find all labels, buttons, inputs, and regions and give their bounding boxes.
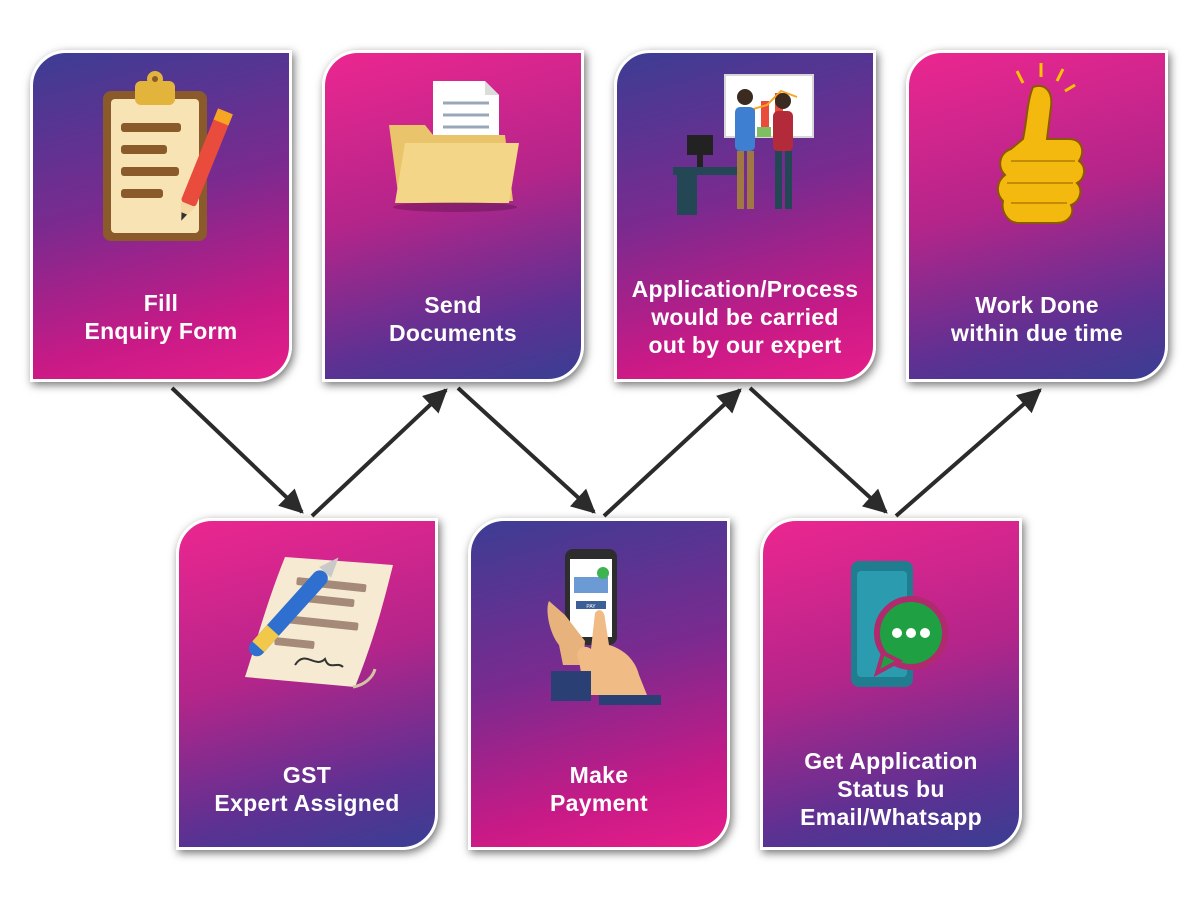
- step-card-application-process: Application/Process would be carried out…: [614, 50, 876, 382]
- folder-documents-icon: [389, 81, 519, 212]
- step-title: Make Payment: [481, 761, 717, 817]
- step-title-line: Work Done: [975, 292, 1099, 318]
- step-title: Fill Enquiry Form: [43, 289, 279, 345]
- step-card-expert-assigned: GST Expert Assigned: [176, 518, 438, 850]
- step-title-line: Expert Assigned: [214, 790, 400, 816]
- step-card-send-documents: Send Documents: [322, 50, 584, 382]
- step-title-line: GST: [282, 762, 332, 788]
- step-title-line: Documents: [389, 320, 517, 346]
- step-title-line: within due time: [951, 320, 1123, 346]
- step-card-application-status: Get Application Status bu Email/Whatsapp: [760, 518, 1022, 850]
- clipboard-icon: [103, 71, 233, 241]
- step-title-line: Make: [569, 762, 629, 788]
- step-card-fill-enquiry-form: Fill Enquiry Form: [30, 50, 292, 382]
- step-title: Get Application Status bu Email/Whatsapp: [773, 747, 1009, 831]
- arrow-expert-to-send: [310, 388, 448, 518]
- step-title-line: Status bu: [837, 776, 945, 802]
- arrow-send-to-payment: [456, 386, 596, 514]
- pen-signature-icon: [245, 557, 393, 689]
- step-card-make-payment: PAY Make Payment: [468, 518, 730, 850]
- step-title-line: Get Application: [804, 748, 978, 774]
- step-title-line: Send: [424, 292, 482, 318]
- step-title-line: Email/Whatsapp: [800, 804, 982, 830]
- step-title-line: Application/Process: [631, 276, 859, 302]
- step-title: Send Documents: [335, 291, 571, 347]
- step-title-line: would be carried: [651, 304, 839, 330]
- step-title-line: Fill: [143, 290, 179, 316]
- step-card-work-done: Work Done within due time: [906, 50, 1168, 382]
- arrow-fill-to-expert: [170, 386, 304, 514]
- meeting-icon: [673, 74, 814, 215]
- arrow-application-to-status: [748, 386, 888, 514]
- arrow-status-to-done: [894, 388, 1042, 518]
- arrow-payment-to-application: [602, 388, 742, 518]
- step-title-line: out by our expert: [648, 332, 842, 358]
- step-title: GST Expert Assigned: [189, 761, 425, 817]
- mobile-payment-icon: PAY: [547, 549, 661, 705]
- step-title-line: Payment: [550, 790, 648, 816]
- step-title-line: Enquiry Form: [84, 318, 238, 344]
- thumbs-up-icon: [997, 63, 1085, 224]
- chat-phone-icon: [851, 561, 948, 687]
- step-title: Application/Process would be carried out…: [627, 275, 863, 359]
- step-title: Work Done within due time: [919, 291, 1155, 347]
- pay-button-label: PAY: [586, 604, 596, 610]
